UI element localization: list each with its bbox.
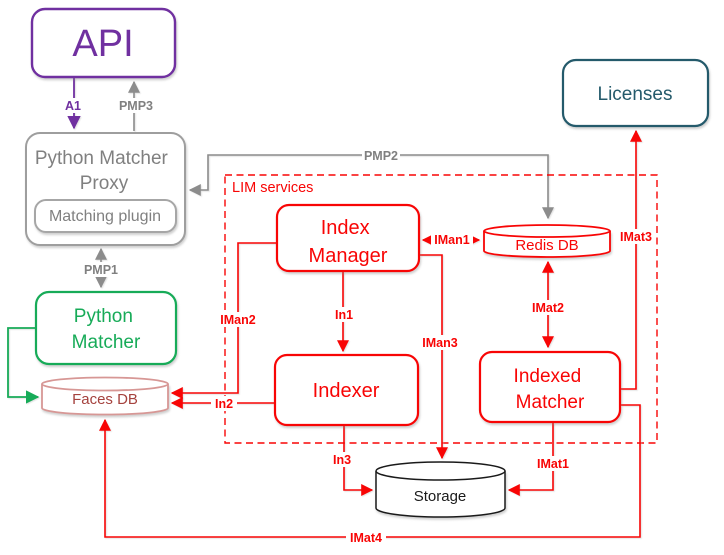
edge-imat3-arrow	[621, 129, 642, 390]
edge-imat1-label: IMat1	[537, 457, 569, 471]
edge-iman3-label: IMan3	[422, 336, 457, 350]
indexed-matcher-node-box	[478, 350, 622, 424]
redis-db-node: Redis DB	[483, 224, 611, 258]
edge-iman3-arrow	[420, 254, 448, 460]
edge-in2-label-bg	[211, 396, 237, 411]
python-matcher-node-box	[34, 290, 178, 366]
edge-imat1-arrow	[507, 423, 554, 496]
edge-iman2-label: IMan2	[220, 313, 255, 327]
faces-db-cylinder-body	[41, 384, 169, 416]
edge-a1-label-bg	[63, 98, 84, 113]
edge-imat3-label-bg	[616, 229, 656, 244]
lim-services-group-label: LIM services	[232, 180, 313, 196]
edge-in1-label: In1	[335, 308, 353, 322]
faces-db-node-label: Faces DB	[72, 391, 138, 408]
edge-a1-label: A1	[65, 99, 81, 113]
redis-db-node-label: Redis DB	[515, 237, 578, 254]
edge-iman2-label-bg	[217, 312, 259, 327]
edge-pmp3-label: PMP3	[119, 99, 153, 113]
matching-plugin-node-label: Matching plugin	[49, 208, 161, 225]
edge-in1-label-bg	[331, 307, 357, 322]
redis-db-cylinder-body	[483, 231, 611, 258]
edge-pmp3-label-bg	[117, 98, 155, 113]
faces-db-node: Faces DB	[41, 376, 169, 416]
redis-db-cylinder-top	[483, 224, 611, 238]
storage-node-label: Storage	[414, 488, 467, 505]
edge-imat2-label: IMat2	[532, 301, 564, 315]
storage-node: Storage	[375, 461, 506, 518]
python-matcher-proxy-node-label: Python Matcher Proxy	[35, 148, 173, 194]
edge-pmp1-label: PMP1	[84, 263, 118, 277]
edge-labels: A1 PMP3 PMP1 PMP2 IMan1 IMan2 IMan3 In1 …	[63, 98, 656, 545]
edge-in3-label-bg	[329, 452, 355, 467]
api-node-box	[30, 7, 177, 79]
indexer-node-box	[273, 353, 420, 427]
edge-imat3-label: IMat3	[620, 230, 652, 244]
edge-imat4-label: IMat4	[350, 531, 382, 545]
edge-python-matcher-facesdb-arrow	[7, 327, 40, 404]
edge-imat4-arrow	[99, 404, 641, 538]
lim-services-group-border	[224, 174, 658, 444]
storage-cylinder-top	[375, 461, 506, 481]
indexed-matcher-node-label: Indexed Matcher	[514, 366, 587, 413]
edge-imat1-label-bg	[533, 456, 573, 471]
index-manager-node-box	[275, 203, 421, 273]
index-manager-node-label: Index Manager	[309, 217, 388, 267]
edge-imat4-label-bg	[346, 530, 386, 545]
storage-cylinder-body	[375, 471, 506, 518]
licenses-node-label: Licenses	[598, 84, 673, 105]
licenses-node-box	[561, 58, 710, 128]
edge-in3-label: In3	[333, 453, 351, 467]
edge-imat2-label-bg	[528, 300, 568, 315]
matching-plugin-node-box	[34, 199, 177, 233]
indexer-node-label: Indexer	[313, 380, 380, 402]
edge-in3-arrow	[343, 426, 374, 496]
edge-in2-label: In2	[215, 397, 233, 411]
edge-pmp2-label: PMP2	[364, 149, 398, 163]
faces-db-cylinder-top	[41, 376, 169, 392]
api-node-label: API	[72, 23, 133, 65]
edge-pmp2-label-bg	[362, 148, 400, 163]
edge-iman1-label: IMan1	[434, 233, 469, 247]
edge-pmp2-arrow	[188, 154, 554, 220]
edge-pmp1-label-bg	[82, 262, 120, 277]
edge-iman3-label-bg	[419, 335, 461, 350]
python-matcher-node-label: Python Matcher	[72, 306, 141, 353]
edge-iman1-label-bg	[431, 232, 473, 247]
